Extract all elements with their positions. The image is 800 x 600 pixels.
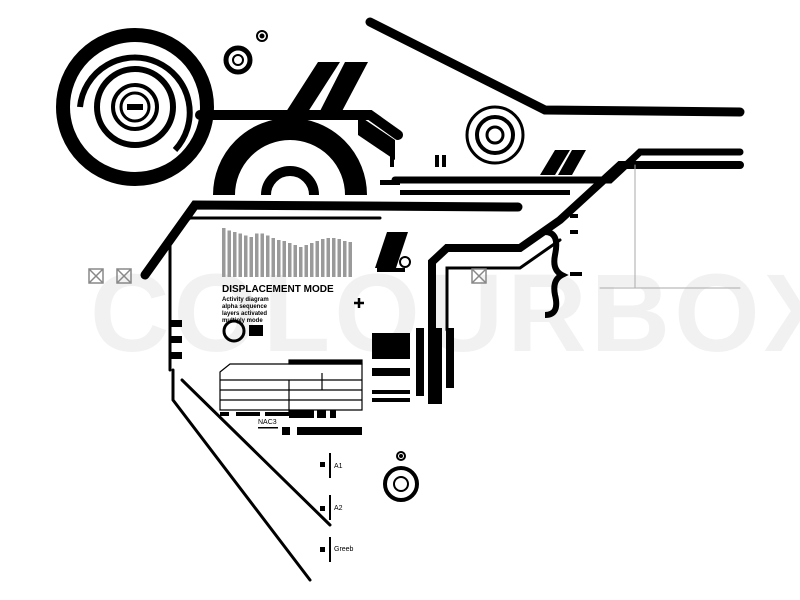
panel-line: layers activated xyxy=(222,311,267,317)
equalizer-bars xyxy=(222,228,352,277)
equalizer-bar xyxy=(260,233,264,277)
plus-icon xyxy=(354,298,364,308)
panel-line: Activity diagram xyxy=(222,297,269,303)
equalizer-bar xyxy=(343,241,347,277)
small-dials xyxy=(222,30,525,502)
brace-shape xyxy=(544,229,569,318)
frame-lines xyxy=(140,17,745,582)
greeb-label: Greeb xyxy=(334,546,354,553)
equalizer-bar xyxy=(326,238,330,277)
equalizer-bar xyxy=(299,247,303,277)
table-footer-blocks xyxy=(220,410,336,429)
data-table-schematic xyxy=(219,359,363,412)
a2-label: A2 xyxy=(334,505,343,512)
equalizer-bar xyxy=(321,239,325,277)
panel-line: alpha sequence xyxy=(222,304,268,310)
panel-line: multiply mode xyxy=(222,318,263,324)
equalizer-bar xyxy=(310,243,314,277)
angled-blocks xyxy=(170,62,586,562)
equalizer-bar xyxy=(222,228,226,277)
equalizer-bar xyxy=(249,237,253,277)
equalizer-bar xyxy=(227,230,231,277)
equalizer-bar xyxy=(315,241,319,277)
watermark: COLOURBOX xyxy=(90,252,800,375)
equalizer-bar xyxy=(288,243,292,277)
equalizer-bar xyxy=(238,233,242,277)
equalizer-bar xyxy=(255,233,259,277)
cross-box-icons xyxy=(88,268,487,284)
panel-title: DISPLACEMENT MODE xyxy=(222,284,334,295)
equalizer-bar xyxy=(282,241,286,277)
equalizer-bar xyxy=(244,235,248,277)
equalizer-bar xyxy=(337,239,341,277)
main-dial xyxy=(56,28,214,186)
equalizer-bar xyxy=(233,232,237,277)
equalizer-bar xyxy=(277,240,281,277)
equalizer-bar xyxy=(271,238,275,277)
equalizer-bar xyxy=(304,245,308,277)
nac-label: NAC3 xyxy=(258,419,277,426)
half-dial xyxy=(213,118,367,196)
equalizer-bar xyxy=(348,242,352,277)
equalizer-bar xyxy=(293,245,297,277)
equalizer-bar xyxy=(332,238,336,277)
equalizer-bar xyxy=(266,235,270,277)
a1-label: A1 xyxy=(334,463,343,470)
